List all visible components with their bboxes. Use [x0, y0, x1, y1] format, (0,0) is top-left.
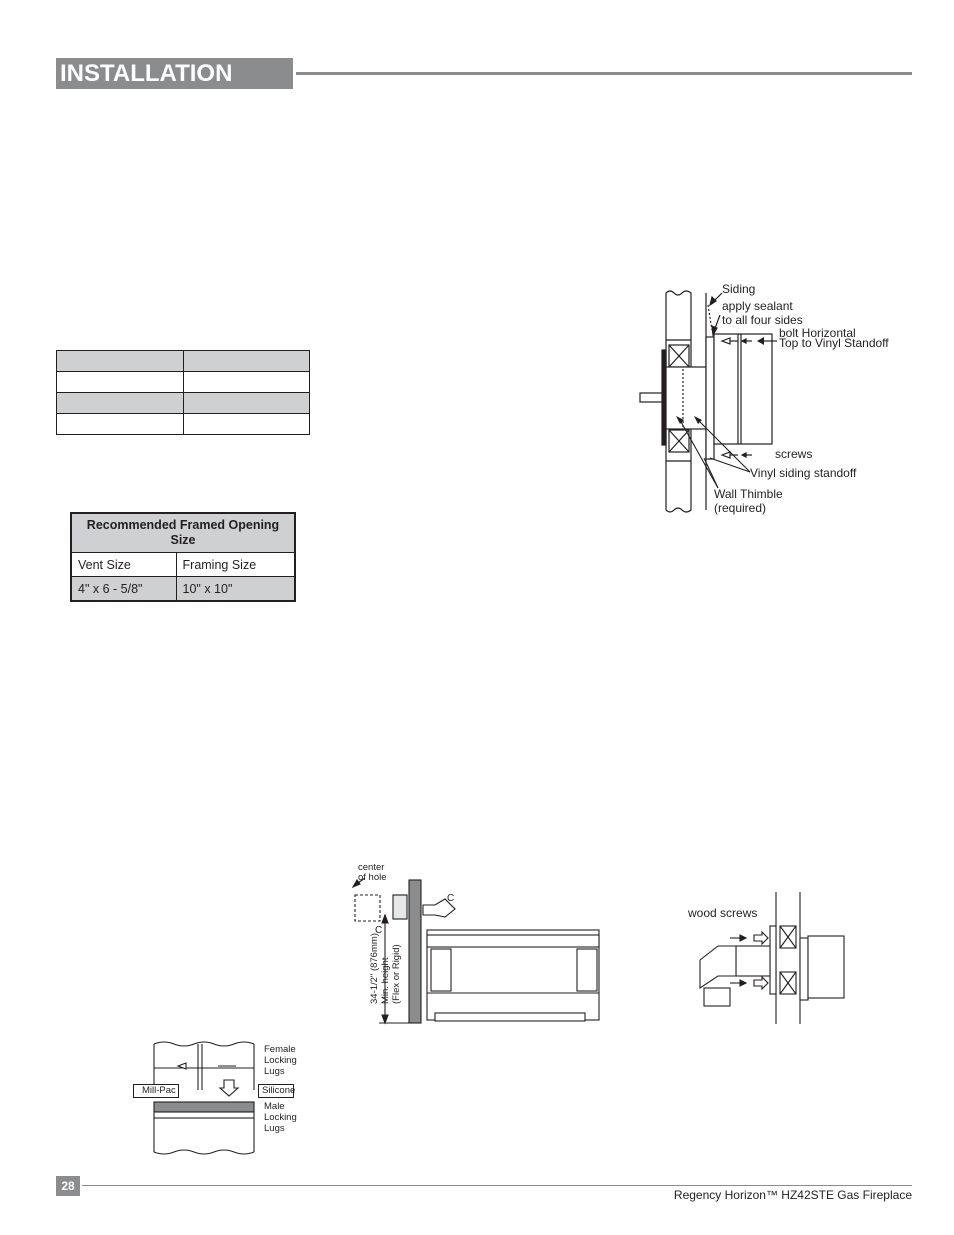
height-dimension-line-1: 34-1/2" (876mm): [369, 933, 380, 1004]
siding-diagram: [639, 290, 715, 513]
standoff-leader-lines: [676, 416, 751, 489]
vinyl-standoff-label: Vinyl siding standoff: [750, 466, 857, 480]
framed-opening-table: Recommended Framed Opening Size Vent Siz…: [70, 512, 296, 602]
centerline-mark: C: [447, 893, 454, 904]
table-cell: [56, 392, 184, 414]
siding-label: Siding: [722, 282, 756, 296]
table-cell: [182, 371, 310, 393]
wall-thimble-label: Wall Thimble: [714, 487, 783, 501]
wall-thimble-label-2: (required): [714, 501, 767, 515]
table-cell: [182, 392, 310, 414]
blank-table: [56, 350, 310, 435]
center-of-hole-label-2: of hole: [358, 872, 387, 883]
male-lugs-label-3: Lugs: [264, 1123, 285, 1134]
silicone-box: Silicone: [258, 1084, 296, 1098]
fireplace-height-diagram: C C: [351, 877, 600, 1025]
apply-sealant-label: apply sealant: [722, 299, 793, 313]
footer-product-name: Regency Horizon™ HZ42STE Gas Fireplace: [673, 1188, 912, 1202]
locking-lugs-diagram: [153, 1041, 255, 1155]
footer-rule: [82, 1185, 912, 1186]
vent-size-cell: 4" x 6 - 5/8": [70, 576, 177, 602]
wood-screws-label: wood screws: [688, 906, 758, 920]
page-number: 28: [61, 1179, 75, 1193]
silicone-label: Silicone: [262, 1085, 296, 1096]
center-of-hole-label: center: [358, 862, 385, 873]
table-cell: [56, 350, 184, 372]
wood-screws-diagram: [699, 892, 845, 1024]
male-lugs-label: Male: [264, 1101, 285, 1112]
height-dimension-label-2: Min. height: [380, 884, 391, 1004]
table-title: Recommended Framed Opening Size: [70, 512, 296, 553]
table-cell: [56, 371, 184, 393]
female-lugs-label: Female: [264, 1044, 296, 1055]
section-title-box: INSTALLATION: [56, 58, 293, 89]
female-lugs-label-3: Lugs: [264, 1066, 285, 1077]
page-number-box: 28: [56, 1176, 80, 1196]
height-dimension-label: 34-1/2" (876mm): [369, 884, 380, 1004]
bolt-horizontal-label: bolt Horizontal: [779, 326, 856, 340]
height-dimension-line-2: Min. height: [380, 957, 391, 1004]
siding-arrows: [709, 292, 752, 459]
centerline-mark: C: [375, 925, 382, 936]
screws-label: screws: [775, 447, 813, 461]
table-cell: [182, 413, 310, 435]
height-dimension-label-3: (Flex or Rigid): [391, 884, 402, 1004]
apply-sealant-label-2: to all four sides: [722, 313, 803, 327]
millpac-label: Mill-Pac: [142, 1085, 176, 1096]
header-rule: [296, 72, 912, 75]
female-lugs-label-2: Locking: [264, 1055, 297, 1066]
vinyl-standoff-diagram: [713, 333, 773, 445]
table-cell: [56, 413, 184, 435]
section-title: INSTALLATION: [60, 60, 233, 87]
bolt-arrow: [757, 337, 777, 345]
column-header-framing: Framing Size: [175, 552, 296, 577]
table-cell: [182, 350, 310, 372]
male-lugs-label-2: Locking: [264, 1112, 297, 1123]
bolt-horizontal-label-2: Top to Vinyl Standoff: [779, 336, 889, 350]
millpac-box: Mill-Pac: [133, 1084, 179, 1098]
column-header-vent: Vent Size: [70, 552, 177, 577]
height-dimension-line-3: (Flex or Rigid): [391, 944, 402, 1004]
framing-size-cell: 10" x 10": [175, 576, 296, 602]
